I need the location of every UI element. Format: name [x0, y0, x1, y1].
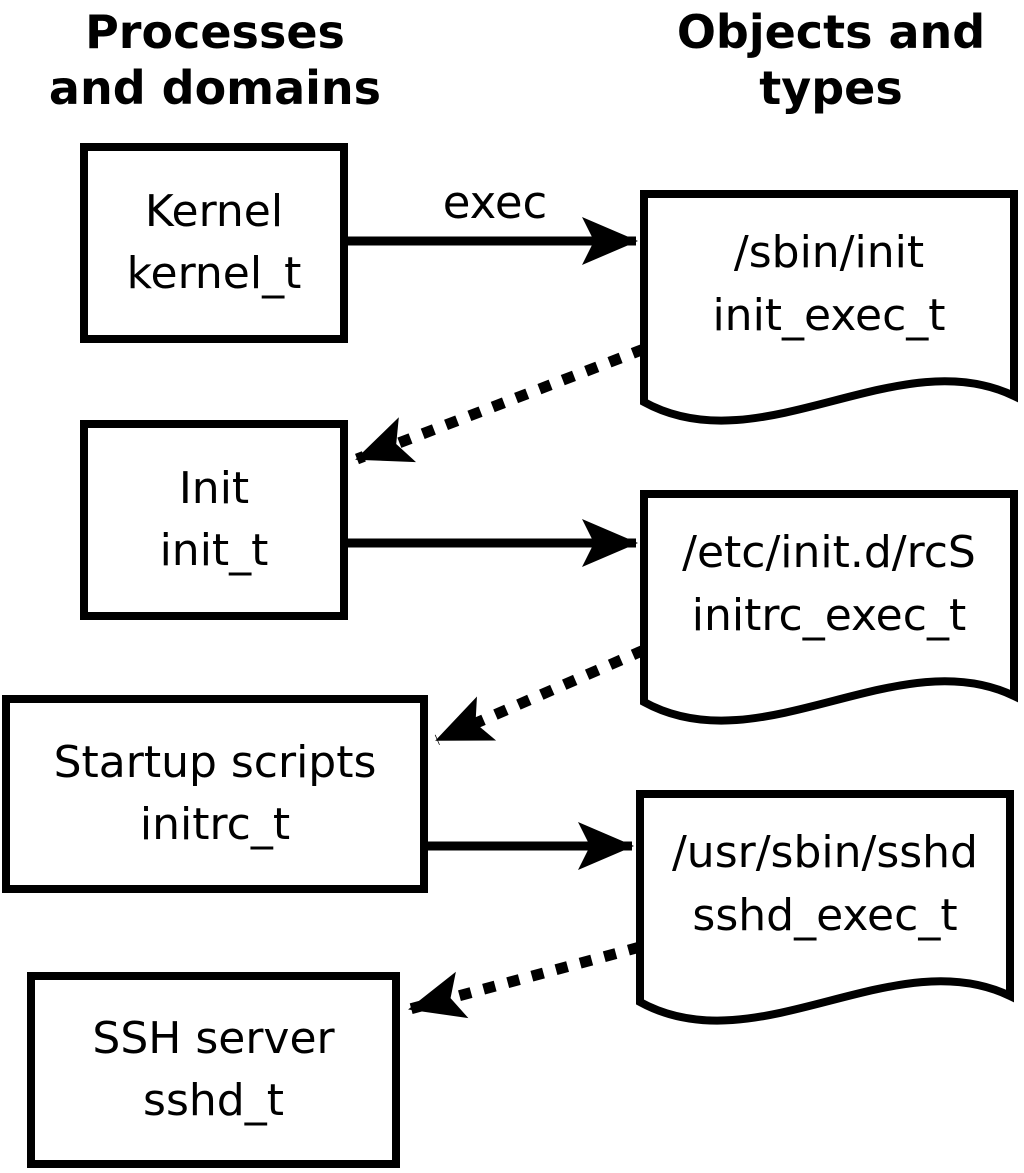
document-initrc-exec: /etc/init.d/rcS initrc_exec_t: [640, 502, 1018, 667]
document-init-exec: /sbin/init init_exec_t: [640, 202, 1018, 367]
header-line: and domains: [48, 61, 382, 116]
process-domain: sshd_t: [143, 1075, 284, 1126]
process-domain: initrc_t: [139, 799, 291, 850]
header-line: Objects and: [676, 5, 986, 59]
edge-label-exec: exec: [442, 176, 548, 229]
object-path: /usr/sbin/sshd: [671, 827, 978, 879]
process-name: Kernel: [144, 185, 284, 237]
process-box-ssh-server: SSH server sshd_t: [27, 972, 400, 1168]
object-type: init_exec_t: [712, 289, 946, 341]
process-box-init: Init init_t: [80, 420, 348, 620]
dotted-arrow-sshd-exec-to-sshd: [408, 941, 642, 1019]
object-path: /etc/init.d/rcS: [682, 527, 976, 579]
column-header-processes: Processes and domains: [20, 4, 410, 116]
process-name: Init: [178, 462, 250, 514]
process-domain: kernel_t: [126, 248, 302, 299]
process-box-startup-scripts: Startup scripts initrc_t: [2, 695, 428, 893]
header-line: types: [759, 61, 903, 116]
dotted-arrow-init-exec-to-init: [355, 343, 646, 465]
header-line: Processes: [85, 5, 345, 59]
object-type: initrc_exec_t: [691, 589, 967, 641]
process-domain: init_t: [159, 525, 269, 576]
dotted-arrow-initrc-exec-to-initrc: [434, 644, 647, 746]
process-name: Startup scripts: [53, 736, 377, 788]
process-box-kernel: Kernel kernel_t: [80, 143, 348, 343]
column-header-objects: Objects and types: [638, 4, 1024, 116]
object-type: sshd_exec_t: [692, 889, 958, 941]
object-path: /sbin/init: [733, 227, 925, 279]
document-sshd-exec: /usr/sbin/sshd sshd_exec_t: [636, 802, 1014, 967]
process-name: SSH server: [92, 1012, 335, 1064]
